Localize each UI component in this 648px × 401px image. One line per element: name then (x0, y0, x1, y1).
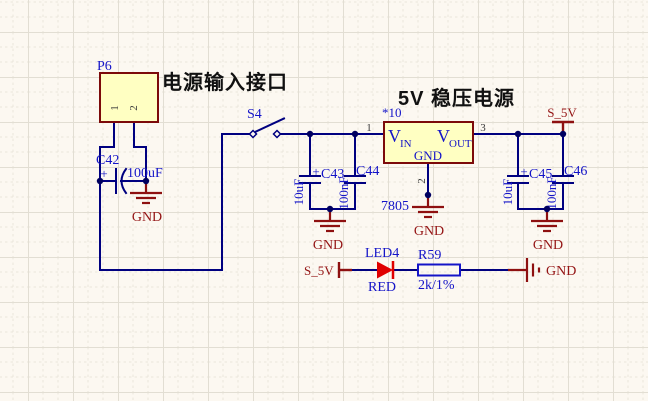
p6-body[interactable] (99, 72, 159, 123)
s4-contact-left[interactable] (248, 129, 258, 139)
junction-dots (96, 130, 567, 213)
section-title-regulator[interactable]: 5V 稳压电源 (398, 86, 515, 110)
led4-triangle[interactable] (377, 261, 393, 279)
switch-s4[interactable]: S4 (247, 107, 286, 139)
u7805-gnd-pin-label: GND (414, 148, 442, 163)
s4-lever[interactable] (254, 117, 286, 133)
u7805-vin-sub: IN (400, 138, 412, 150)
c42-designator[interactable]: C42 (96, 153, 119, 168)
wire-net-vin[interactable] (278, 133, 385, 210)
u7805-body[interactable] (383, 121, 474, 164)
r59-value[interactable]: 2k/1% (418, 278, 455, 293)
c42-polarity-plus: + (100, 166, 107, 181)
regulator-7805[interactable]: *10 V IN V OUT GND 1 3 2 7805 (366, 105, 486, 214)
connector-p6[interactable]: P6 1 2 (97, 59, 159, 123)
gnd-label-c45c46[interactable]: GND (533, 238, 563, 253)
gnd-port-c42[interactable]: GND (130, 181, 162, 225)
c46-designator[interactable]: C46 (564, 164, 587, 179)
led-led4[interactable]: LED4 RED (365, 246, 399, 295)
c46-value[interactable]: 100nF (544, 176, 559, 209)
c44-designator[interactable]: C44 (356, 164, 379, 179)
led4-designator[interactable]: LED4 (365, 246, 399, 261)
resistor-r59[interactable]: R59 2k/1% (417, 248, 461, 293)
capacitor-c46[interactable]: C46 100nF (544, 164, 587, 210)
power-port-s5v-led[interactable]: S_5V (304, 262, 352, 278)
section-title-power-input[interactable]: 电源输入接口 (162, 70, 288, 94)
c43-designator[interactable]: C43 (321, 167, 344, 182)
u7805-comment[interactable]: *10 (382, 105, 402, 120)
gnd-port-led[interactable]: GND (508, 258, 576, 282)
u7805-vin-label: V (388, 126, 401, 146)
c42-value[interactable]: 100uF (127, 166, 163, 181)
c45-polarity-plus: + (520, 164, 527, 179)
c43-polarity-plus: + (312, 164, 319, 179)
u7805-vout-label: V (437, 126, 450, 146)
s4-designator[interactable]: S4 (247, 107, 262, 122)
s4-contact-right[interactable] (272, 129, 282, 139)
u7805-pin1-number: 1 (366, 122, 372, 134)
u7805-pin3-number: 3 (480, 122, 486, 134)
p6-pin1-number: 1 (109, 105, 121, 111)
p6-pin2-number: 2 (128, 105, 140, 111)
gnd-label-c43c44[interactable]: GND (313, 238, 343, 253)
c45-designator[interactable]: C45 (529, 167, 552, 182)
capacitor-c44[interactable]: C44 100nF (336, 164, 379, 210)
gnd-label-c42[interactable]: GND (132, 210, 162, 225)
c44-value[interactable]: 100nF (336, 176, 351, 209)
p6-designator[interactable]: P6 (97, 59, 112, 74)
s5v-out-label[interactable]: S_5V (547, 105, 577, 120)
s5v-led-label[interactable]: S_5V (304, 263, 334, 278)
wire-net-input[interactable] (99, 121, 251, 271)
gnd-label-u7805[interactable]: GND (414, 224, 444, 239)
led4-value[interactable]: RED (368, 280, 396, 295)
gnd-port-c45c46[interactable]: GND (531, 209, 563, 253)
u7805-vout-sub: OUT (449, 138, 472, 150)
c43-value[interactable]: 10uF (291, 179, 306, 206)
gnd-port-c43c44[interactable]: GND (313, 209, 346, 253)
capacitor-c43[interactable]: + C43 10uF (291, 164, 344, 205)
r59-body[interactable] (417, 263, 461, 277)
u7805-pin2-number: 2 (416, 178, 428, 184)
gnd-port-u7805[interactable]: GND (412, 195, 444, 239)
c42-plate-negative[interactable] (120, 167, 128, 195)
capacitor-c45[interactable]: + C45 10uF (500, 164, 552, 205)
u7805-part-name[interactable]: 7805 (381, 199, 409, 214)
capacitor-c42[interactable]: C42 + 100uF (96, 153, 163, 195)
gnd-label-led[interactable]: GND (546, 264, 576, 279)
r59-designator[interactable]: R59 (418, 248, 441, 263)
c45-value[interactable]: 10uF (500, 179, 515, 206)
